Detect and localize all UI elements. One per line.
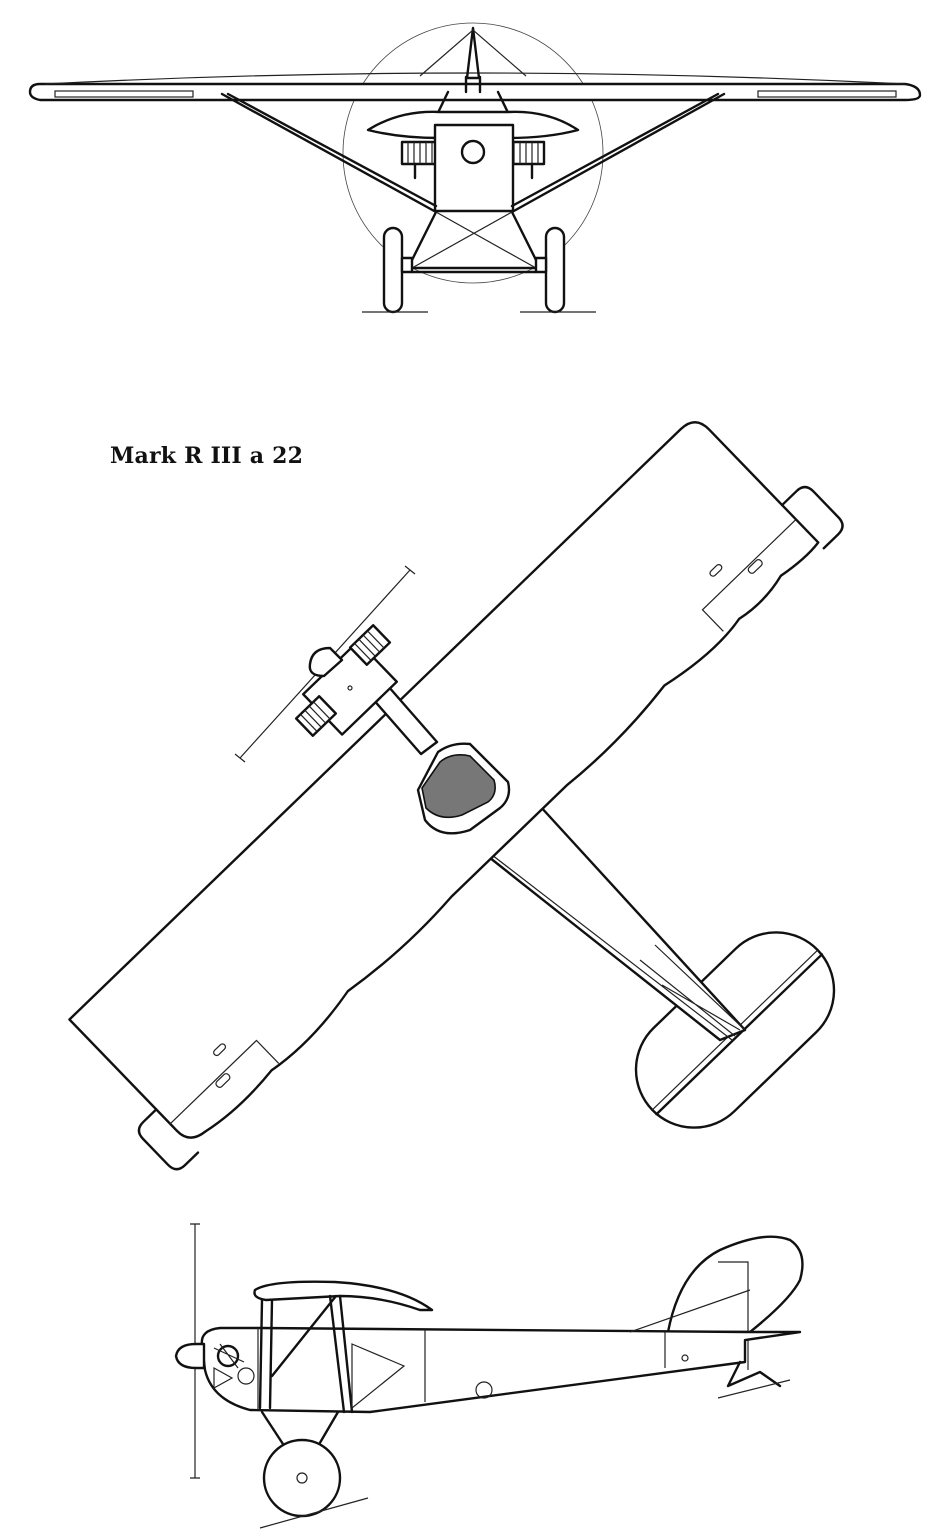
nose-spinner — [460, 139, 486, 165]
side-spinner — [174, 1342, 206, 1370]
cabane-struts — [430, 75, 516, 127]
undercarriage — [406, 210, 542, 274]
tailskid — [726, 1360, 782, 1388]
side-engine — [213, 1343, 255, 1390]
propeller-blade — [465, 26, 481, 80]
fin-rudder — [666, 1235, 804, 1334]
engine-right — [506, 140, 546, 180]
cockpit-opening — [421, 754, 496, 819]
front-wing — [28, 82, 922, 102]
front-wing-top — [44, 72, 906, 85]
engine-left — [400, 140, 440, 180]
engine-top-right — [348, 624, 392, 666]
front-wheel-right — [534, 226, 566, 314]
aileron-hinge-right — [709, 559, 763, 577]
propeller-spinner-top — [308, 646, 344, 678]
front-view — [28, 22, 922, 314]
side-diagonal-brace — [351, 1343, 406, 1410]
fuselage-vent — [475, 1381, 493, 1399]
lift-struts — [220, 92, 726, 214]
aileron-left-top — [169, 1039, 280, 1125]
aileron-hinge-left — [213, 1043, 231, 1088]
engine-top-left — [294, 695, 338, 737]
propeller-disc — [342, 22, 604, 284]
diagram-title: Mark R III a 22 — [110, 443, 304, 469]
control-cables — [469, 837, 746, 1041]
side-wing — [253, 1280, 434, 1312]
aileron-right-top — [701, 519, 797, 632]
side-fuselage — [200, 1326, 802, 1414]
side-struts — [258, 1294, 354, 1414]
top-view — [68, 421, 844, 1171]
front-wheel-left — [382, 226, 414, 314]
side-view — [174, 1223, 804, 1529]
aileron-left — [54, 90, 194, 98]
side-ground-line — [259, 1497, 369, 1529]
aileron-right — [757, 90, 897, 98]
front-fuselage — [433, 123, 515, 213]
side-wheel — [262, 1438, 342, 1518]
